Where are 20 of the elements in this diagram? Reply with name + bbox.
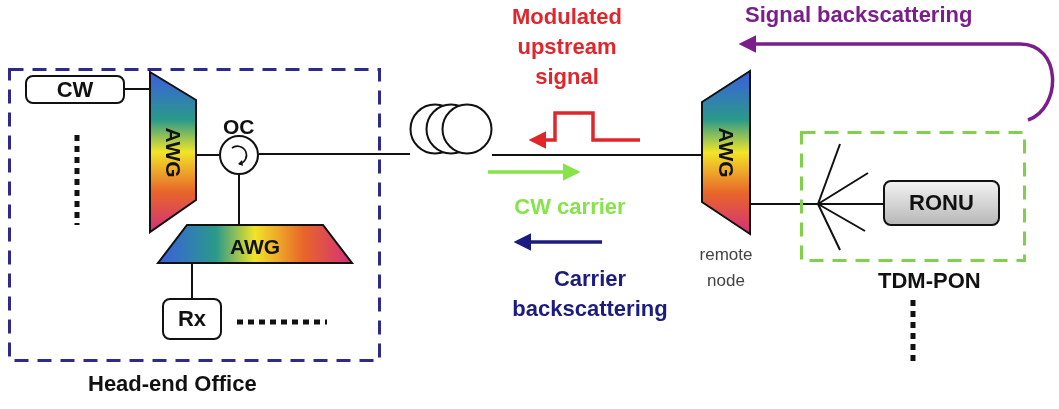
annotation-text: Modulated upstream signal [511, 3, 623, 91]
device-box: Rx [162, 298, 222, 340]
annotation-text: Carrier backscattering [511, 265, 669, 323]
device-box: CW [25, 75, 125, 104]
fiber-line [238, 174, 240, 226]
device-label: AWG [230, 235, 281, 257]
fiber-line [124, 88, 151, 90]
fiber-line [491, 154, 703, 156]
annotation-text: Signal backscattering [745, 1, 973, 29]
device-label: OC [223, 116, 255, 137]
fiber-line [867, 203, 884, 205]
device-label: AWG [162, 126, 184, 178]
group-title: TDM-PON [878, 270, 981, 292]
caption-text: remote node [698, 244, 754, 292]
group-title: Head-end Office [88, 373, 257, 395]
annotation-text: CW carrier [513, 193, 627, 221]
onu-box: RONU [883, 180, 1000, 226]
device-label: AWG [715, 127, 737, 178]
fiber-line [258, 153, 411, 155]
fiber-line [191, 262, 193, 299]
